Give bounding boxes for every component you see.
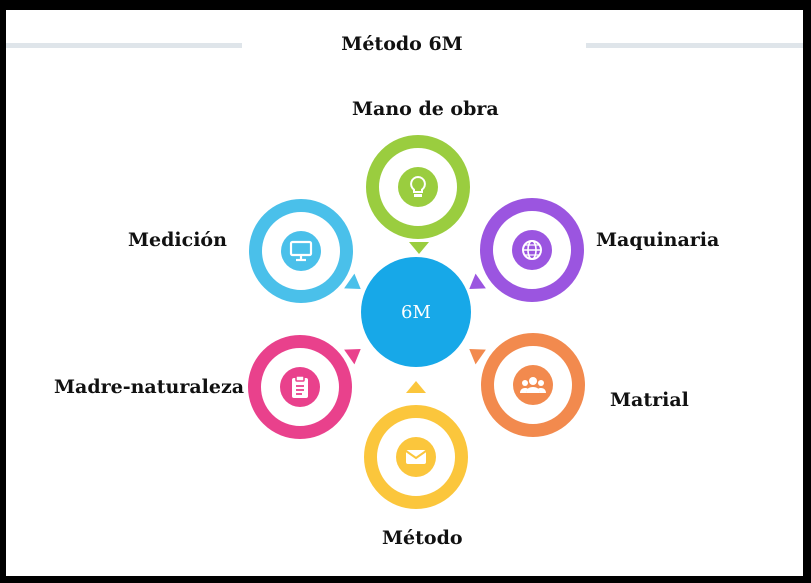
- node-maquinaria: [480, 198, 584, 302]
- label-madre-naturaleza: Madre-naturaleza: [54, 376, 245, 398]
- node-matrial: [481, 333, 585, 437]
- label-metodo: Método: [382, 527, 463, 549]
- arrow-metodo: [406, 381, 426, 393]
- group-icon: [513, 365, 553, 405]
- clipboard-icon: [280, 367, 320, 407]
- globe-icon: [512, 230, 552, 270]
- arrow-mano-de-obra: [409, 242, 429, 254]
- node-medicion: [249, 199, 353, 303]
- label-mano-de-obra: Mano de obra: [352, 98, 499, 120]
- node-metodo: [364, 405, 468, 509]
- label-medicion: Medición: [128, 229, 227, 251]
- diagram-title: Método 6M: [341, 33, 463, 55]
- label-matrial: Matrial: [610, 389, 689, 411]
- title-divider-left: [6, 43, 242, 48]
- arrow-matrial: [464, 341, 486, 365]
- title-divider-right: [586, 43, 803, 48]
- arrow-medicion: [344, 273, 366, 297]
- node-mano-de-obra: [366, 135, 470, 239]
- label-maquinaria: Maquinaria: [596, 229, 720, 251]
- node-madre-naturaleza: [248, 335, 352, 439]
- diagram-canvas: Método 6M Mano de obra Maquinaria Matria…: [6, 10, 803, 576]
- monitor-icon: [281, 231, 321, 271]
- arrow-madre-naturaleza: [344, 341, 366, 365]
- envelope-icon: [396, 437, 436, 477]
- center-node: 6M: [361, 257, 471, 367]
- lightbulb-icon: [398, 167, 438, 207]
- center-label: 6M: [401, 301, 431, 323]
